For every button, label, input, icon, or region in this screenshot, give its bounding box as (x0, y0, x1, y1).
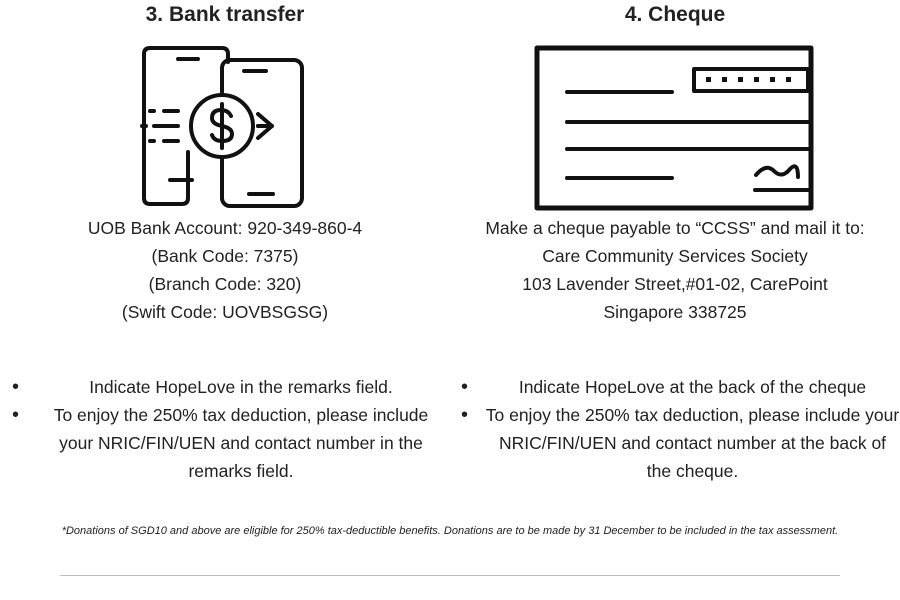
cheque-instructions: • Indicate HopeLove at the back of the c… (455, 373, 900, 485)
organisation-name: Care Community Services Society (542, 246, 808, 266)
cheque-icon-area (450, 28, 900, 214)
bank-transfer-icon-area (25, 28, 425, 214)
bullet-glyph: • (461, 404, 469, 426)
divider (60, 575, 840, 576)
swift-code: (Swift Code: UOVBSGSG) (121, 302, 329, 322)
bullet-glyph: • (12, 404, 20, 426)
branch-code: (Branch Code: 320) (148, 274, 302, 294)
cheque-mailing-details: Make a cheque payable to “CCSS” and mail… (450, 214, 900, 326)
postal-address: Singapore 338725 (603, 302, 747, 322)
bank-remark-instruction: Indicate HopeLove in the remarks field. (89, 377, 393, 397)
mobile-bank-transfer-icon (140, 46, 304, 208)
bank-account-details: UOB Bank Account: 920-349-860-4 (Bank Co… (25, 214, 425, 326)
list-item: • To enjoy the 250% tax deduction, pleas… (455, 401, 900, 485)
bank-tax-instruction: To enjoy the 250% tax deduction, please … (53, 405, 429, 481)
bank-transfer-instructions: • Indicate HopeLove in the remarks field… (0, 373, 440, 485)
cheque-section: 4. Cheque Make a cheque (450, 0, 900, 326)
bank-transfer-heading: 3. Bank transfer (145, 3, 305, 26)
cheque-payable-to: Make a cheque payable to “CCSS” and mail… (485, 218, 865, 238)
tax-deduction-footnote: *Donations of SGD10 and above are eligib… (61, 525, 839, 537)
cheque-heading: 4. Cheque (624, 3, 726, 26)
list-item: • Indicate HopeLove in the remarks field… (0, 373, 440, 401)
bank-code: (Bank Code: 7375) (151, 246, 299, 266)
list-item: • Indicate HopeLove at the back of the c… (455, 373, 900, 401)
bullet-glyph: • (12, 376, 20, 398)
list-item: • To enjoy the 250% tax deduction, pleas… (0, 401, 440, 485)
street-address: 103 Lavender Street,#01-02, CarePoint (522, 274, 828, 294)
bank-transfer-section: 3. Bank transfer (25, 0, 425, 326)
cheque-icon (534, 45, 814, 211)
bank-account-number: UOB Bank Account: 920-349-860-4 (87, 218, 363, 238)
cheque-remark-instruction: Indicate HopeLove at the back of the che… (518, 377, 867, 397)
cheque-tax-instruction: To enjoy the 250% tax deduction, please … (485, 405, 900, 481)
bullet-glyph: • (461, 376, 469, 398)
